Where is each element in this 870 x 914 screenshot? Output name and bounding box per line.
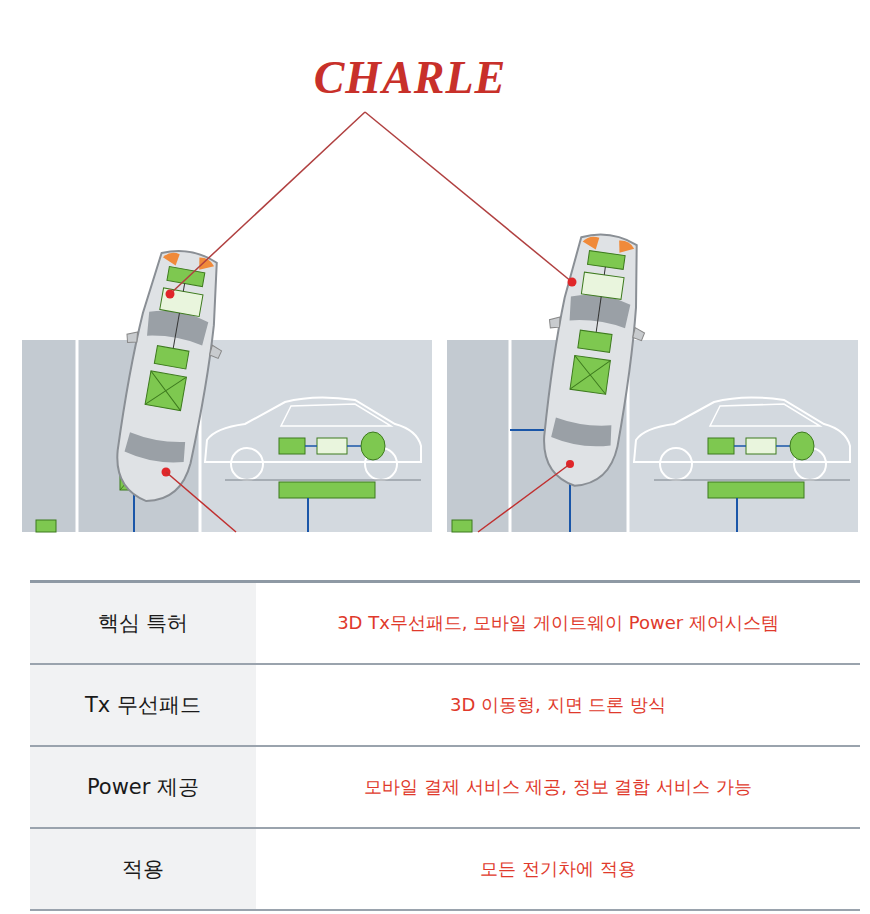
- table-header-cell: Power 제공: [30, 747, 256, 827]
- table-value-cell: 모든 전기차에 적용: [256, 829, 860, 909]
- header-text: Tx 무선패드: [85, 691, 201, 719]
- table-row: 핵심 특허 3D Tx무선패드, 모바일 게이트웨이 Power 제어시스템: [30, 580, 860, 665]
- value-text: 모든 전기차에 적용: [480, 857, 635, 881]
- value-text: 3D Tx무선패드, 모바일 게이트웨이 Power 제어시스템: [337, 611, 779, 635]
- header-text: 적용: [122, 855, 164, 883]
- table-row: Tx 무선패드 3D 이동형, 지면 드론 방식: [30, 665, 860, 747]
- value-text: 3D 이동형, 지면 드론 방식: [450, 693, 666, 717]
- table-row: Power 제공 모바일 결제 서비스 제공, 정보 결합 서비스 가능: [30, 747, 860, 829]
- table-header-cell: 핵심 특허: [30, 583, 256, 663]
- table-row: 적용 모든 전기차에 적용: [30, 829, 860, 911]
- header-text: Power 제공: [87, 773, 199, 801]
- logo-title: CHARLE: [314, 51, 507, 104]
- table-value-cell: 모바일 결제 서비스 제공, 정보 결합 서비스 가능: [256, 747, 860, 827]
- header-text: 핵심 특허: [98, 609, 189, 637]
- table-value-cell: 3D 이동형, 지면 드론 방식: [256, 665, 860, 745]
- table-header-cell: 적용: [30, 829, 256, 909]
- table-value-cell: 3D Tx무선패드, 모바일 게이트웨이 Power 제어시스템: [256, 583, 860, 663]
- spec-table: 핵심 특허 3D Tx무선패드, 모바일 게이트웨이 Power 제어시스템 Tx …: [30, 580, 860, 911]
- table-header-cell: Tx 무선패드: [30, 665, 256, 745]
- value-text: 모바일 결제 서비스 제공, 정보 결합 서비스 가능: [364, 775, 752, 799]
